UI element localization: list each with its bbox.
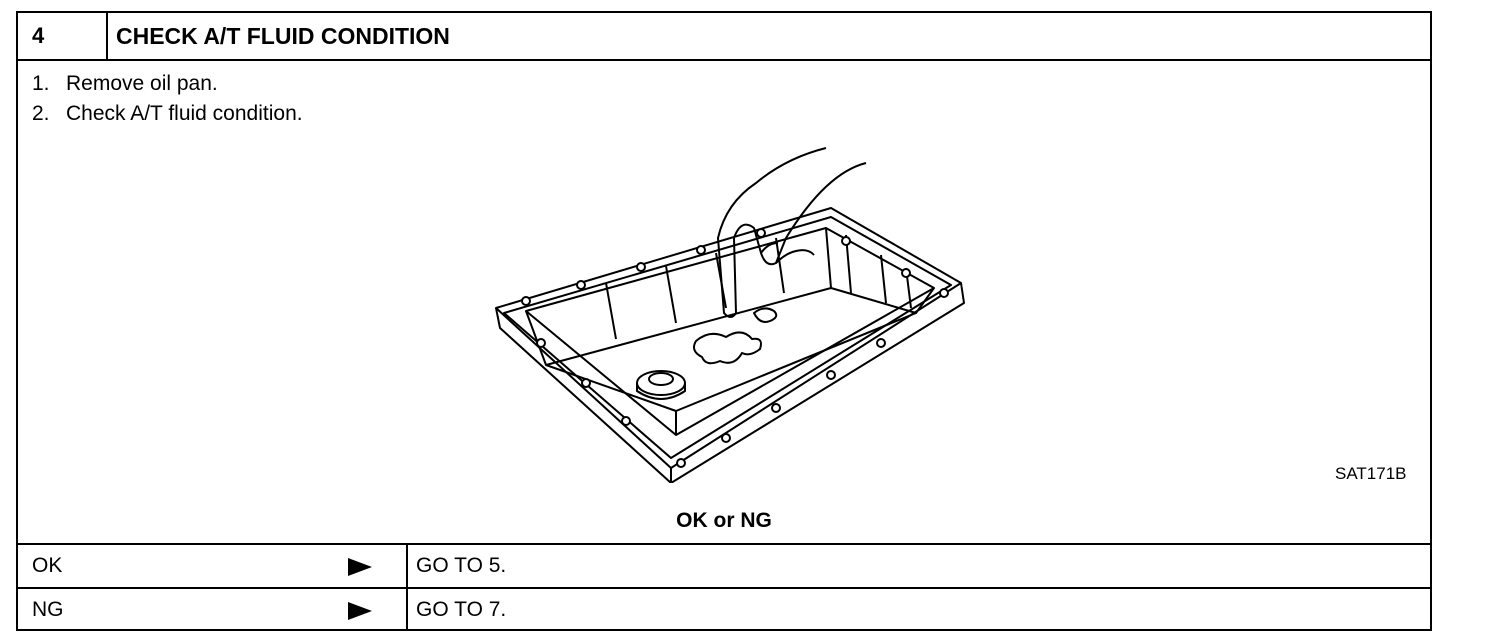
procedure-frame: 4 CHECK A/T FLUID CONDITION 1. Remove oi… — [16, 11, 1432, 631]
right-arrow-icon — [348, 558, 372, 576]
result-row-ng: NG GO TO 7. — [18, 587, 1430, 631]
row-divider — [406, 545, 408, 587]
result-label: NG — [32, 598, 64, 621]
hand-icon — [717, 147, 867, 318]
instruction-number: 1. — [32, 72, 50, 95]
result-action: GO TO 7. — [416, 598, 507, 621]
result-action: GO TO 5. — [416, 554, 507, 577]
instruction-text: Check A/T fluid condition. — [66, 102, 303, 125]
step-header: 4 CHECK A/T FLUID CONDITION — [18, 13, 1430, 61]
instruction-list: 1. Remove oil pan. 2. Check A/T fluid co… — [32, 69, 303, 129]
right-arrow-icon — [348, 602, 372, 620]
row-divider — [406, 589, 408, 631]
instruction-number: 2. — [32, 102, 50, 125]
drain-plug-icon — [636, 370, 686, 396]
figure-code: SAT171B — [1335, 464, 1407, 483]
step-title: CHECK A/T FLUID CONDITION — [116, 23, 450, 49]
instruction-item: 2. Check A/T fluid condition. — [32, 99, 303, 129]
instruction-text: Remove oil pan. — [66, 72, 218, 95]
fluid-residue-icon — [693, 331, 762, 365]
result-label: OK — [32, 554, 63, 577]
verdict-heading: OK or NG — [676, 509, 772, 532]
oil-pan-illustration — [495, 147, 965, 483]
result-row-ok: OK GO TO 5. — [18, 543, 1430, 587]
instruction-item: 1. Remove oil pan. — [32, 69, 303, 99]
step-number: 4 — [18, 13, 108, 59]
